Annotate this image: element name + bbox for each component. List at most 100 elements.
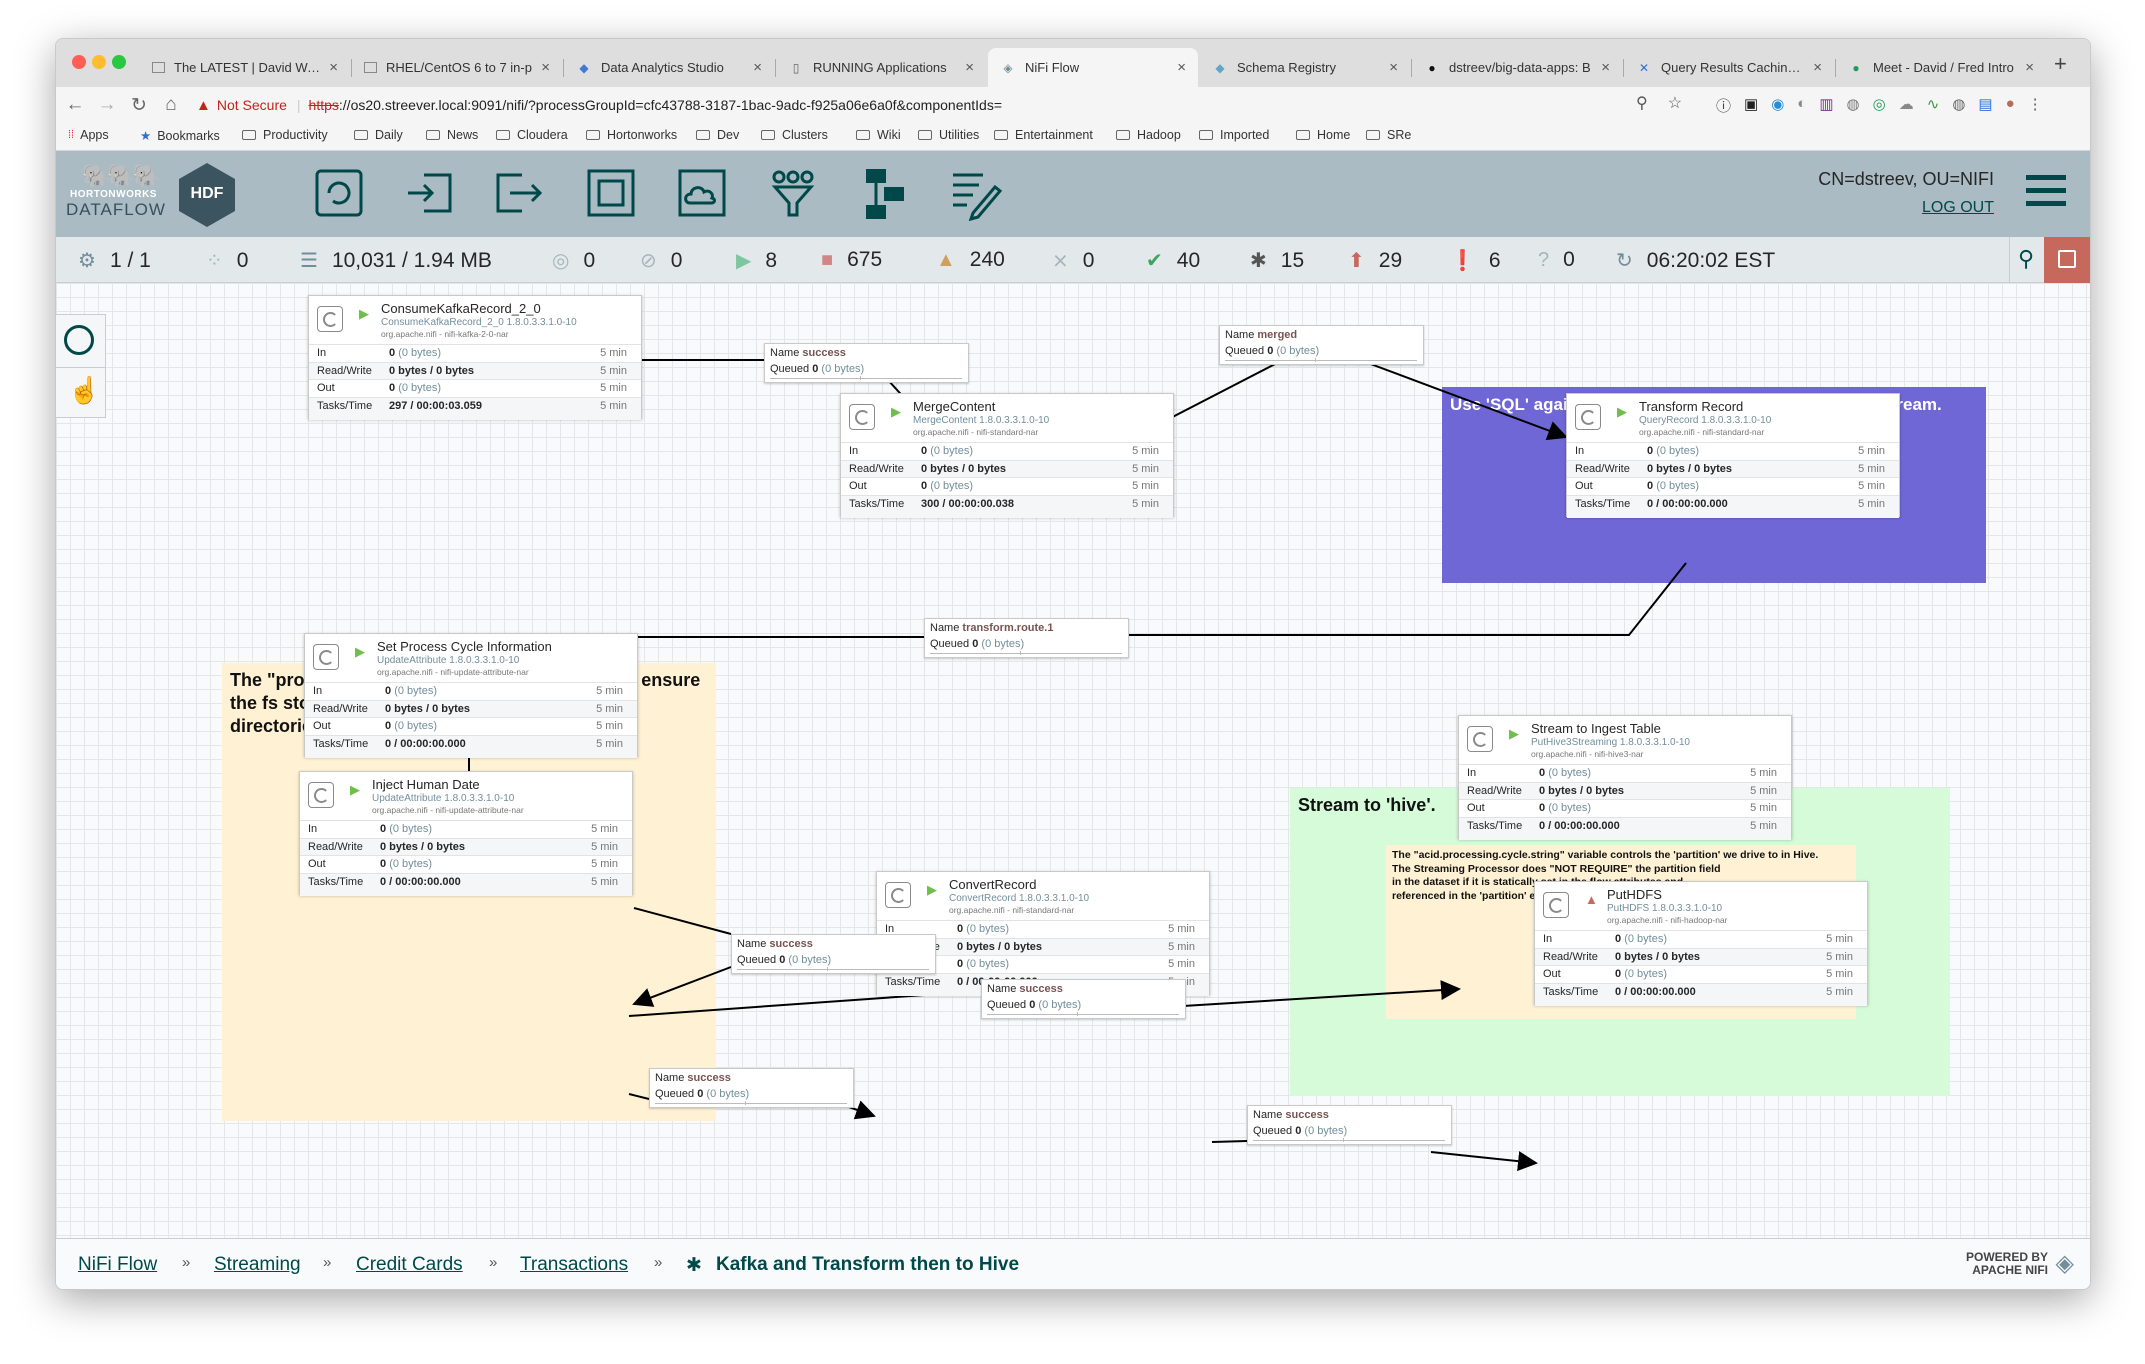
extension-grey-icon[interactable]: ◐ <box>1797 95 1807 112</box>
tab-running-applications[interactable]: ▯RUNNING Applications× <box>776 48 986 87</box>
extension-cloud-icon[interactable]: ☁ <box>1898 96 1914 113</box>
connection-line[interactable] <box>848 1100 876 1120</box>
extension-globe-icon[interactable]: ◍ <box>1952 96 1966 113</box>
bookmark-apps[interactable]: ⁞⁞Apps <box>68 128 109 142</box>
breadcrumb-transactions[interactable]: Transactions <box>520 1254 629 1275</box>
back-icon[interactable]: ← <box>65 94 85 115</box>
extension-calendar-icon[interactable]: ▣ <box>1744 96 1759 113</box>
bookmark-star-icon[interactable]: ☆ <box>1667 95 1683 112</box>
close-tab-icon[interactable]: × <box>1177 59 1186 76</box>
tab-query-results-caching[interactable]: ✕Query Results Caching (I× <box>1624 48 1834 87</box>
search-icon[interactable]: ⚲ <box>2018 246 2035 271</box>
extension-green-icon[interactable]: ◎ <box>1872 96 1886 113</box>
add-process-group-icon[interactable] <box>583 165 639 221</box>
bookmark-folder[interactable]: Productivity <box>242 128 328 142</box>
extension-sign-icon[interactable]: ◍ <box>1846 96 1860 113</box>
add-processor-icon[interactable] <box>311 165 367 221</box>
close-tab-icon[interactable]: × <box>965 59 974 76</box>
breadcrumb-nifi-flow[interactable]: NiFi Flow <box>78 1254 158 1275</box>
close-tab-icon[interactable]: × <box>541 59 550 76</box>
tab-schema-registry[interactable]: ◆Schema Registry× <box>1200 48 1410 87</box>
bulletin-board-button[interactable] <box>2044 237 2090 283</box>
menu-icon[interactable]: ⋮ <box>2027 96 2043 113</box>
close-tab-icon[interactable]: × <box>2025 59 2034 76</box>
zoom-window-button[interactable] <box>112 55 126 69</box>
connection-line[interactable] <box>633 907 732 935</box>
zoom-icon[interactable]: ⚲ <box>1636 95 1648 112</box>
close-tab-icon[interactable]: × <box>753 59 762 76</box>
add-input-port-icon[interactable] <box>402 165 458 221</box>
bookmark-folder[interactable]: Imported <box>1199 128 1269 142</box>
bookmark-folder[interactable]: Dev <box>696 128 739 142</box>
close-tab-icon[interactable]: × <box>1389 59 1398 76</box>
home-icon[interactable]: ⌂ <box>165 94 177 115</box>
bookmark-folder[interactable]: Hadoop <box>1116 128 1181 142</box>
extension-ip-icon[interactable]: ▤ <box>1978 96 1993 113</box>
reload-icon[interactable]: ↻ <box>131 94 147 116</box>
extension-blue-icon[interactable]: ◉ <box>1771 96 1785 113</box>
new-tab-button[interactable]: + <box>2054 51 2067 76</box>
bookmark-folder[interactable]: News <box>426 128 478 142</box>
tab-rhel[interactable]: RHEL/CentOS 6 to 7 in-p× <box>352 48 562 87</box>
refresh-icon[interactable]: ↻ <box>1616 250 1633 272</box>
connection-line[interactable] <box>628 1093 650 1100</box>
bookmark-folder[interactable]: Wiki <box>856 128 901 142</box>
minimize-window-button[interactable] <box>92 55 106 69</box>
add-label-icon[interactable] <box>947 165 1003 221</box>
add-remote-process-group-icon[interactable] <box>674 165 730 221</box>
tab-data-analytics-studio[interactable]: ◆Data Analytics Studio× <box>564 48 774 87</box>
extension-wave-icon[interactable]: ∿ <box>1926 96 1940 113</box>
bookmark-folder[interactable]: Daily <box>354 128 403 142</box>
connection-line[interactable] <box>1182 980 1461 1007</box>
bookmark-folder[interactable]: Hortonworks <box>586 128 677 142</box>
avatar[interactable]: ● <box>2005 95 2015 112</box>
connection-line[interactable] <box>1430 1151 1538 1172</box>
extension-purple-icon[interactable]: ▥ <box>1819 96 1834 113</box>
bookmark-folder[interactable]: Clusters <box>761 128 828 142</box>
extension-info-icon[interactable]: ⓘ <box>1716 98 1732 115</box>
bookmark-folder[interactable]: Cloudera <box>496 128 568 142</box>
add-template-icon[interactable] <box>856 165 912 221</box>
bookmark-folder[interactable]: Home <box>1296 128 1350 142</box>
forward-icon[interactable]: → <box>97 94 117 115</box>
bookmark-folder[interactable]: SRe <box>1366 128 1411 142</box>
connection-line[interactable] <box>632 966 732 1007</box>
connection-line[interactable] <box>1367 362 1568 441</box>
tab-meet[interactable]: ●Meet - David / Fred Intro× <box>1836 48 2046 87</box>
close-tab-icon[interactable]: × <box>1813 59 1822 76</box>
logout-link[interactable]: LOG OUT <box>1921 199 1994 216</box>
bookmark-folder[interactable]: Entertainment <box>994 128 1093 142</box>
global-menu-icon[interactable] <box>2026 175 2066 206</box>
close-tab-icon[interactable]: × <box>329 59 338 76</box>
breadcrumb-credit-cards[interactable]: Credit Cards <box>356 1254 463 1275</box>
add-funnel-icon[interactable] <box>765 165 821 221</box>
add-output-port-icon[interactable] <box>492 165 548 221</box>
close-window-button[interactable] <box>72 55 86 69</box>
bookmark-folder[interactable]: Utilities <box>918 128 979 142</box>
connection-line[interactable] <box>1124 562 1687 636</box>
breadcrumb-streaming[interactable]: Streaming <box>214 1254 301 1275</box>
tab-latest[interactable]: The LATEST | David W. S× <box>140 48 350 87</box>
tab-nifi-flow[interactable]: ◈NiFi Flow× <box>988 48 1198 87</box>
flow-canvas[interactable]: Use 'SQL' against RecordPath structure t… <box>56 283 2090 1238</box>
operate-hand-icon[interactable]: ☝ <box>68 375 101 405</box>
address-bar[interactable]: ▲ Not Secure | https ://os20.streever.lo… <box>196 96 1003 114</box>
bookmark-bookmarks[interactable]: ★Bookmarks <box>140 128 220 144</box>
connection-line[interactable] <box>1211 1140 1248 1143</box>
close-tab-icon[interactable]: × <box>1601 59 1610 76</box>
